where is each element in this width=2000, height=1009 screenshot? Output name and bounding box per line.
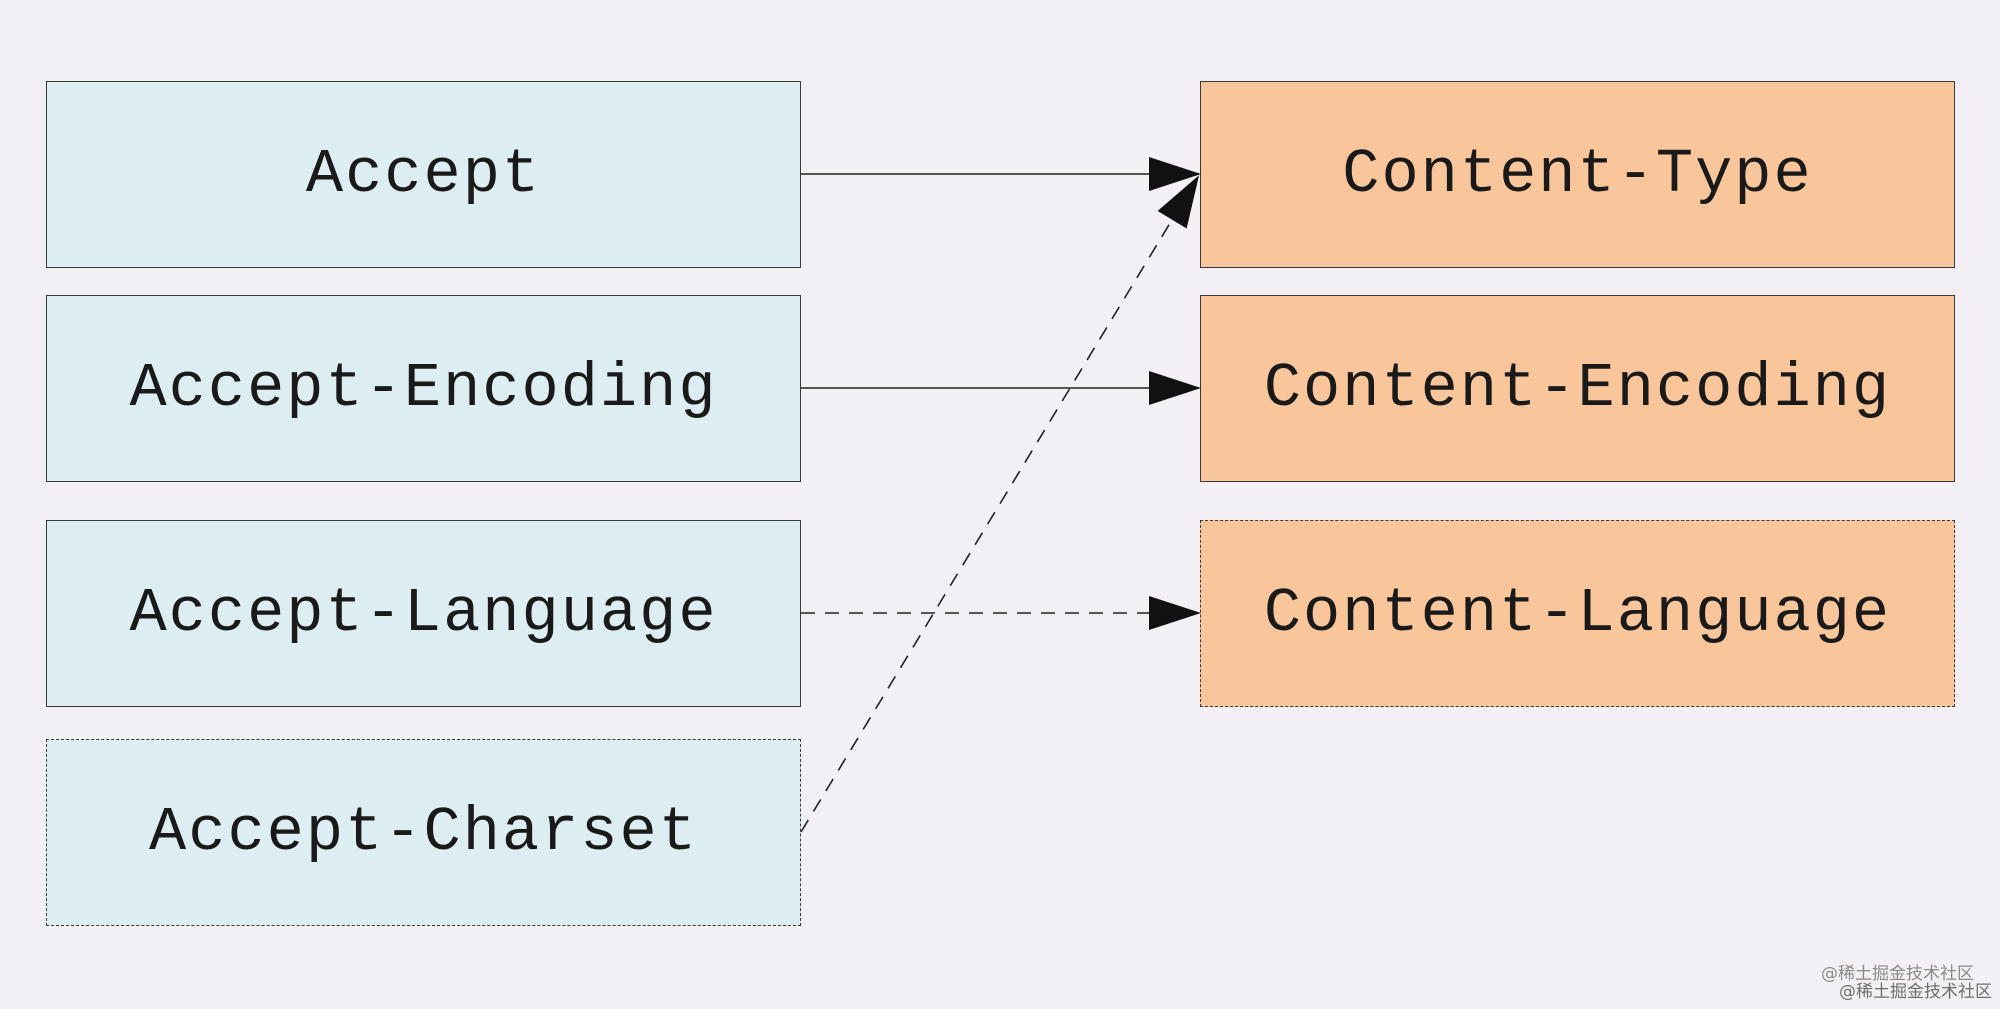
box-accept: Accept [46,81,801,268]
box-accept-charset: Accept-Charset [46,739,801,926]
box-accept-encoding-label: Accept-Encoding [129,353,718,424]
arrow-accept-charset-to-content-type [800,175,1200,833]
box-content-language-label: Content-Language [1263,578,1892,649]
box-accept-charset-label: Accept-Charset [149,797,698,868]
box-content-language: Content-Language [1200,520,1955,707]
box-content-encoding-label: Content-Encoding [1263,353,1892,424]
box-content-type: Content-Type [1200,81,1955,268]
box-content-type-label: Content-Type [1342,139,1813,210]
watermark-line-2: @稀土掘金技术社区 [1839,982,1992,1002]
box-accept-encoding: Accept-Encoding [46,295,801,482]
watermark-line-1: @稀土掘金技术社区 [1821,964,1974,984]
box-accept-label: Accept [305,139,542,210]
box-accept-language: Accept-Language [46,520,801,707]
box-accept-language-label: Accept-Language [129,578,718,649]
box-content-encoding: Content-Encoding [1200,295,1955,482]
